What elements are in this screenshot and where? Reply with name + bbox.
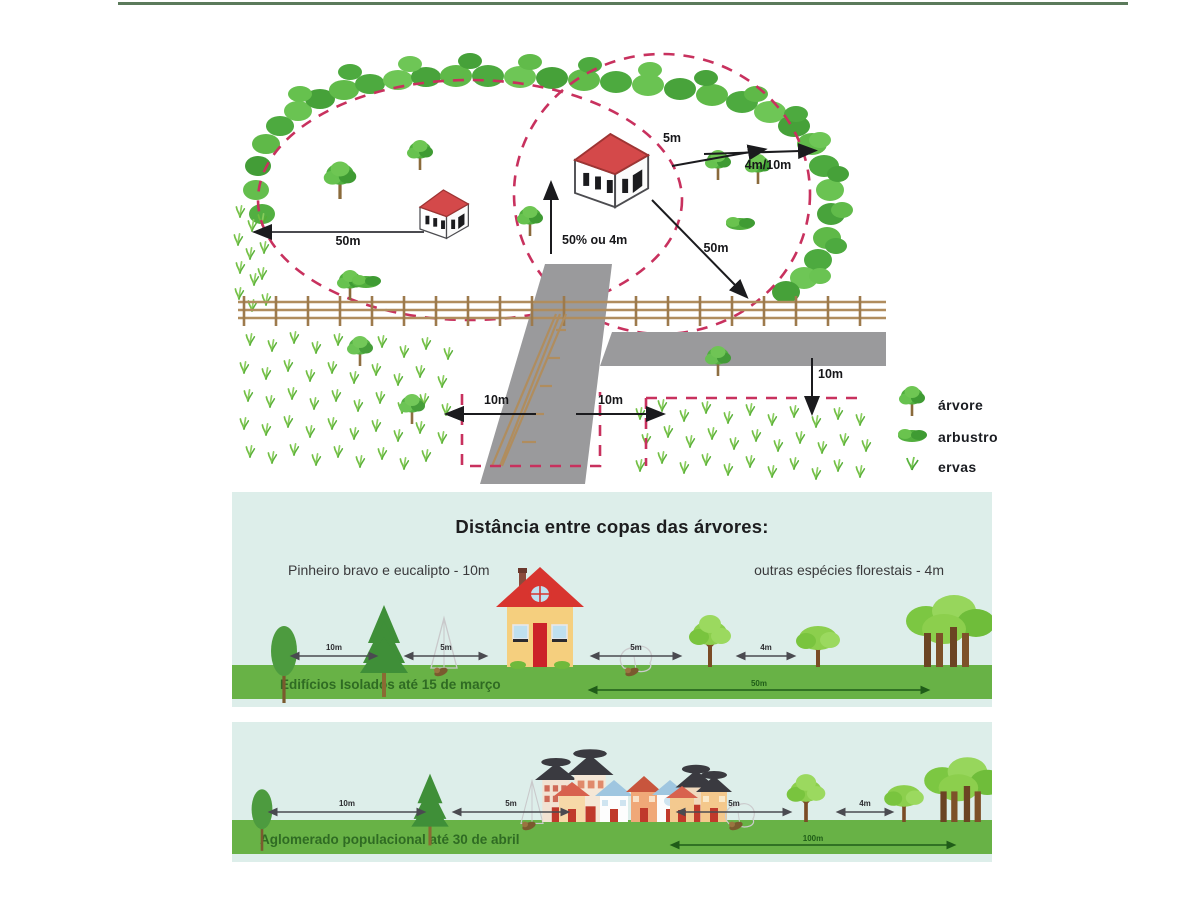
- dim-label-5m-2: 5m: [630, 643, 642, 652]
- subtitle-left: Pinheiro bravo e eucalipto - 10m: [288, 562, 490, 578]
- tree-round-1: [271, 626, 297, 703]
- dimension-50m-diagonal: 50m: [651, 199, 749, 299]
- label-10m-road-right: 10m: [598, 393, 623, 407]
- label-5m: 5m: [663, 131, 681, 145]
- lower-infographic: Distância entre copas das árvores: Pinhe…: [232, 492, 992, 862]
- stump-2: [624, 666, 640, 678]
- subtitle-right: outras espécies florestais - 4m: [754, 562, 944, 578]
- broad-tree-4: [883, 784, 925, 823]
- stump-3: [521, 820, 537, 832]
- dim-5m-1: 5m: [403, 643, 489, 661]
- dim-4m-1: 4m: [735, 643, 797, 661]
- label-10m-field: 10m: [818, 367, 843, 381]
- village-cluster: [535, 749, 732, 822]
- panel-aglomerado-populacional: Aglomerado populacional até 30 de abril: [232, 722, 992, 862]
- dim-50m-1: 50m: [587, 679, 931, 695]
- dim-label-5m-1: 5m: [440, 643, 452, 652]
- legend-item-ervas: ervas: [906, 456, 977, 475]
- ground-label-1: Edifícios Isolados até 15 de março: [280, 677, 501, 692]
- tree-belt: [243, 53, 853, 303]
- dim-label-5m-3: 5m: [505, 799, 517, 808]
- dim-label-4m-2: 4m: [859, 799, 871, 808]
- buffer-zone-road: [460, 392, 866, 468]
- dim-label-4m-1: 4m: [760, 643, 772, 652]
- ground-label-2: Aglomerado populacional até 30 de abril: [260, 832, 520, 847]
- stump-4: [728, 820, 744, 832]
- dim-100m-1: 100m: [669, 834, 957, 850]
- dimension-10m-road-right: 10m: [576, 393, 666, 422]
- legend: árvore arbustro ervas: [897, 384, 998, 475]
- label-4m-10m: 4m/10m: [745, 158, 792, 172]
- legend-item-arvore: árvore: [897, 384, 983, 418]
- dimension-4m-10m: 4m/10m: [703, 143, 818, 172]
- tree-pine-1: [360, 605, 408, 697]
- ghost-pine-2: [520, 780, 544, 826]
- label-50m-diagonal: 50m: [703, 241, 728, 255]
- forest-cluster-1: [906, 595, 992, 667]
- panel-edificios-isolados: Distância entre copas das árvores: Pinhe…: [232, 492, 992, 707]
- dim-label-100m: 100m: [803, 834, 823, 843]
- broad-tree-3: [785, 773, 827, 824]
- dim-4m-2: 4m: [835, 799, 895, 817]
- legend-item-arbustro: arbustro: [898, 429, 998, 445]
- house-isolated: [496, 567, 584, 669]
- dim-label-50m-1: 50m: [751, 679, 767, 688]
- dim-10m-1: 10m: [289, 643, 379, 661]
- label-50m-left: 50m: [335, 234, 360, 248]
- dimension-5m-roof: 5m: [663, 131, 768, 167]
- legend-label-arbustro: arbustro: [938, 429, 998, 445]
- broad-tree-1: [687, 613, 733, 669]
- dim-5m-4: 5m: [675, 799, 793, 817]
- house-main: [574, 133, 650, 209]
- broad-tree-2: [794, 624, 842, 669]
- dim-label-10m-1: 10m: [326, 643, 342, 652]
- top-aerial-diagram: 50m 5m 4m/10m 50% ou 4m 50m 10m 10m 10m …: [0, 14, 1200, 484]
- dim-5m-2: 5m: [589, 643, 683, 661]
- label-50pct-ou-4m: 50% ou 4m: [562, 233, 627, 247]
- legend-label-arvore: árvore: [938, 397, 983, 413]
- label-10m-road-left: 10m: [484, 393, 509, 407]
- dim-10m-2: 10m: [267, 799, 427, 817]
- dimension-50m-left: 50m: [252, 224, 424, 248]
- grass-field-left: [239, 330, 454, 470]
- tree-pine-2: [411, 773, 449, 846]
- legend-label-ervas: ervas: [938, 459, 977, 475]
- fence: [238, 296, 886, 467]
- tree-round-2: [251, 789, 273, 851]
- dim-label-10m-2: 10m: [339, 799, 355, 808]
- panel-separator: [232, 707, 992, 722]
- dim-5m-3: 5m: [451, 799, 571, 817]
- dimension-10m-field: 10m: [804, 358, 843, 416]
- house-small-left: [419, 189, 469, 239]
- dim-label-5m-4: 5m: [728, 799, 740, 808]
- dimension-10m-road-left: 10m: [444, 393, 536, 422]
- forest-cluster-2: [924, 757, 992, 822]
- top-divider-bar: [118, 2, 1128, 5]
- lower-title: Distância entre copas das árvores:: [455, 516, 769, 537]
- dimension-50pct-4m: 50% ou 4m: [543, 180, 627, 254]
